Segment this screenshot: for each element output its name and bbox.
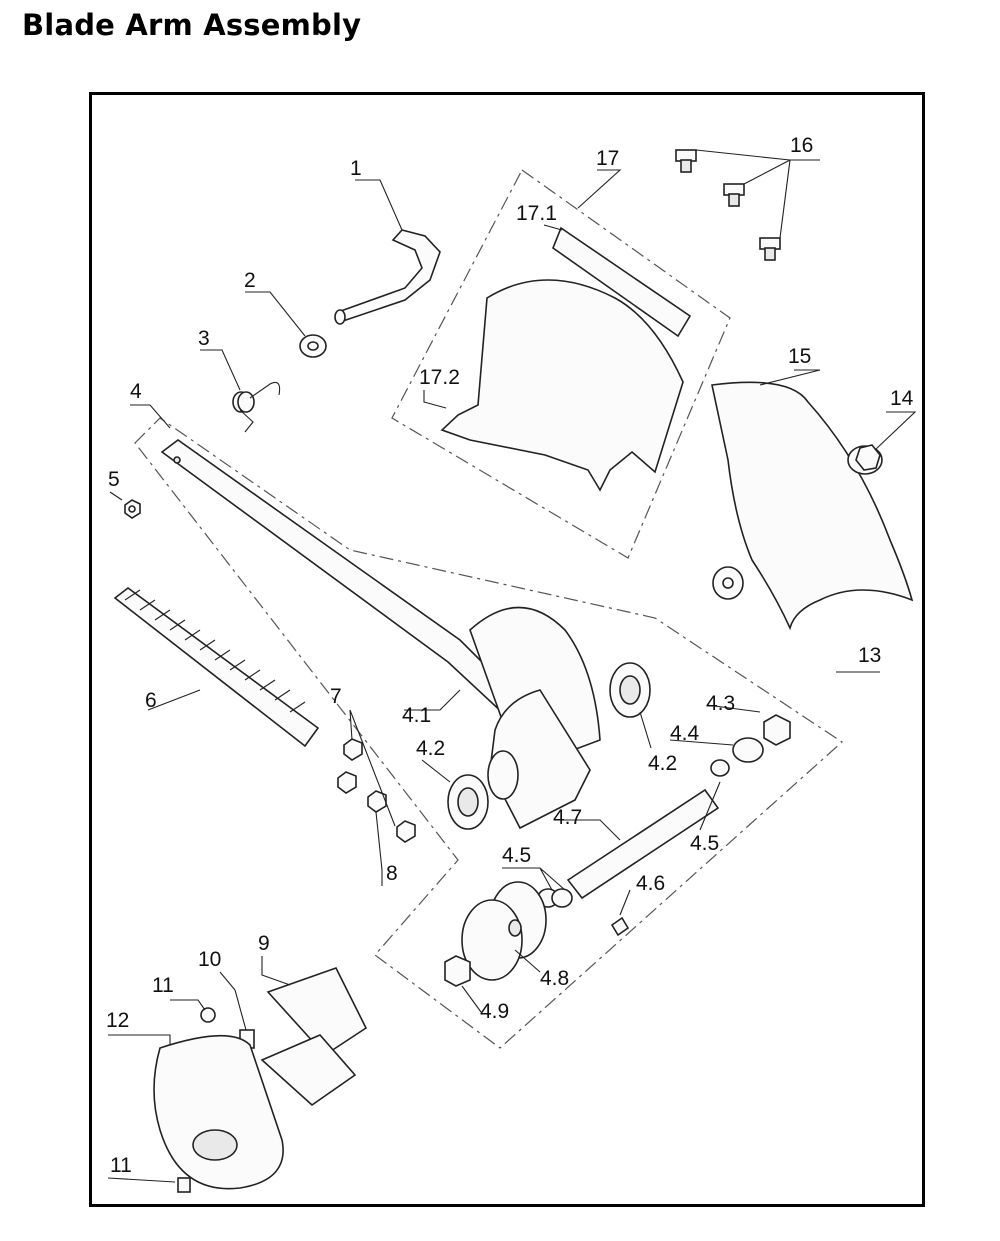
part-2-washer [299,334,327,358]
label-17-1: 17.1 [516,202,557,225]
label-2: 2 [244,269,256,292]
part-4-9-nut [444,955,471,987]
part-11-cap-bottom [177,1177,191,1193]
part-4-1-arm [160,439,601,830]
parts-7-8-nuts [337,738,416,843]
label-4-2-right: 4.2 [648,752,677,775]
part-14-flange-nut [847,444,883,475]
leader-lines [107,149,917,1183]
label-14: 14 [890,387,914,410]
label-1: 1 [350,157,362,180]
part-17-1-strip [552,226,692,338]
label-12: 12 [106,1009,129,1032]
label-3: 3 [198,327,210,350]
label-9: 9 [258,932,270,955]
label-4-5-left: 4.5 [502,844,531,867]
label-17: 17 [596,147,619,170]
label-4: 4 [130,380,142,403]
label-13: 13 [858,644,881,667]
group-17-outline [391,169,731,559]
part-17-2-guard [440,279,684,492]
label-5: 5 [108,468,120,491]
label-4-6: 4.6 [636,872,665,895]
label-4-8: 4.8 [540,967,569,990]
part-3-torsion-spring [232,381,281,433]
part-16-bolts [675,149,781,261]
part-1-handle-rod [334,229,441,325]
part-12-cover [153,1034,284,1190]
part-4-6-key [610,916,630,937]
parts-4-3-4-4-4-5 [537,714,791,908]
label-10: 10 [198,948,221,971]
part-4-7-shaft [566,788,720,900]
label-15: 15 [788,345,811,368]
label-4-1: 4.1 [402,704,431,727]
label-17-2: 17.2 [419,366,460,389]
label-4-9: 4.9 [480,1000,509,1023]
part-15-blade [711,381,914,631]
label-16: 16 [790,134,813,157]
page-title: Blade Arm Assembly [22,8,362,42]
label-4-2-left: 4.2 [416,737,445,760]
label-11-top: 11 [152,974,174,997]
label-4-7: 4.7 [553,806,582,829]
label-4-3: 4.3 [706,692,735,715]
callout-labels: 1 2 3 4 5 6 7 8 9 10 11 12 11 13 14 15 1… [106,134,914,1177]
part-6-spring [113,586,320,748]
label-4-5-right: 4.5 [690,832,719,855]
part-4-8-discs [461,881,547,981]
part-11-cap-top [200,1007,216,1023]
part-9-plates [260,967,368,1107]
label-7: 7 [330,685,342,708]
group-4-outline [134,417,843,1049]
label-8: 8 [386,862,398,885]
label-4-4: 4.4 [670,722,700,745]
label-11-bottom: 11 [110,1154,132,1177]
part-13-washer [712,566,744,600]
part-4-2-bearings [447,662,651,830]
label-6: 6 [145,689,157,712]
part-5-nut [124,499,141,519]
